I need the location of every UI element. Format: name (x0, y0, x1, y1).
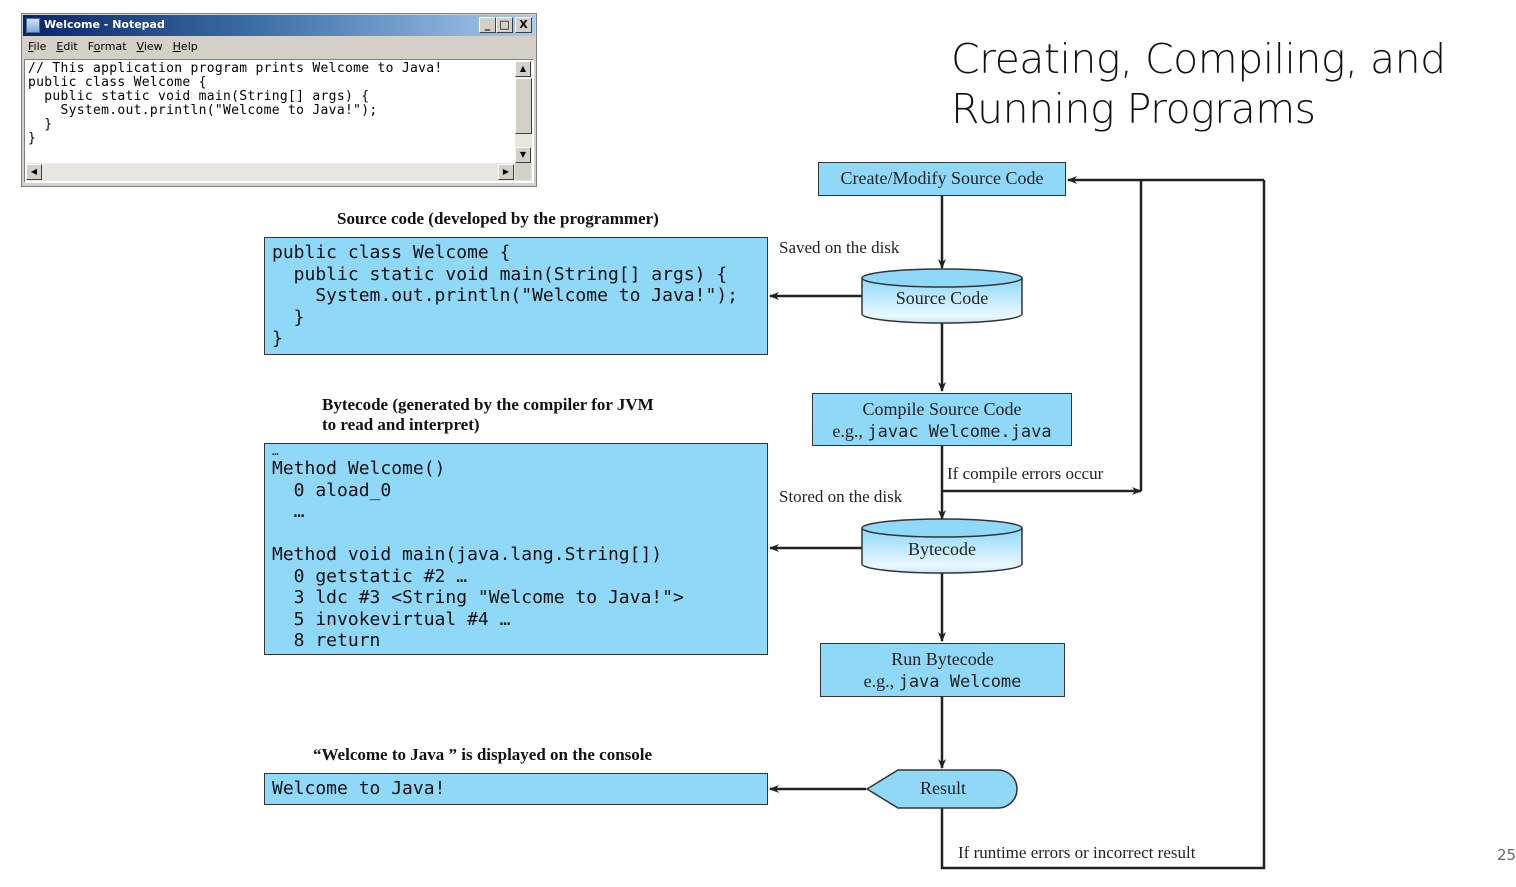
vertical-scrollbar[interactable]: ▲ ▼ (515, 61, 532, 163)
slide-title: Creating, Compiling, and Running Program… (951, 34, 1446, 134)
compile-errors-label: If compile errors occur (947, 464, 1104, 483)
compile-title: Compile Source Code (862, 399, 1022, 419)
compile-step: Compile Source Code e.g., javac Welcome.… (812, 393, 1072, 446)
menu-edit[interactable]: Edit (56, 40, 78, 53)
bytecode-caption: Bytecode (generated by the compiler for … (322, 395, 654, 435)
console-panel: Welcome to Java! (264, 773, 768, 805)
saved-on-disk-label: Saved on the disk (779, 238, 900, 257)
run-command: java Welcome (898, 672, 1022, 692)
bytecode-text: Method Welcome() 0 aload_0 … Method void… (272, 458, 684, 651)
console-caption: “Welcome to Java ” is displayed on the c… (313, 745, 653, 764)
notepad-menu-bar: File Edit Format View Help (28, 40, 198, 53)
stored-on-disk-label: Stored on the disk (779, 487, 903, 506)
resize-grip-icon[interactable] (515, 163, 531, 180)
menu-help[interactable]: Help (172, 40, 198, 53)
run-eg: e.g., (863, 671, 899, 691)
slide-title-line-2: Running Programs (951, 85, 1316, 133)
minimize-button[interactable]: _ (479, 17, 496, 33)
bytecode-caption-line-2: to read and interpret) (322, 415, 480, 434)
source-code-store-label: Source Code (895, 288, 989, 308)
runtime-errors-label: If runtime errors or incorrect result (958, 843, 1196, 862)
notepad-icon (26, 18, 40, 33)
menu-format[interactable]: Format (87, 40, 127, 53)
bytecode-caption-line-1: Bytecode (generated by the compiler for … (322, 395, 654, 414)
run-title: Run Bytecode (891, 649, 994, 669)
notepad-window: Welcome - Notepad _ □ X File Edit Format… (21, 13, 537, 187)
notepad-text-area[interactable]: // This application program prints Welco… (24, 59, 534, 183)
menu-file[interactable]: File (28, 40, 47, 53)
source-code-text: public class Welcome { public static voi… (272, 242, 738, 349)
scroll-up-icon[interactable]: ▲ (515, 61, 531, 77)
compile-command: javac Welcome.java (867, 422, 1052, 442)
scroll-left-icon[interactable]: ◀ (26, 164, 42, 180)
notepad-content[interactable]: // This application program prints Welco… (28, 61, 443, 146)
scroll-thumb[interactable] (515, 78, 532, 134)
run-step: Run Bytecode e.g., java Welcome (820, 643, 1065, 697)
source-code-store-shape (861, 268, 1023, 324)
create-modify-step: Create/Modify Source Code (818, 162, 1066, 196)
result-shape (865, 769, 1018, 809)
console-output: Welcome to Java! (272, 778, 446, 799)
menu-view[interactable]: View (136, 40, 163, 53)
loop-runtime-errors (940, 180, 1266, 870)
page-number: 25 (1497, 846, 1516, 864)
slide-title-line-1: Creating, Compiling, and (951, 35, 1446, 83)
result-label: Result (919, 778, 966, 798)
horizontal-scrollbar[interactable]: ◀ ▶ (26, 163, 532, 181)
source-caption: Source code (developed by the programmer… (337, 209, 659, 228)
bytecode-panel: … Method Welcome() 0 aload_0 … Method vo… (264, 443, 768, 655)
scroll-right-icon[interactable]: ▶ (498, 164, 514, 180)
maximize-button[interactable]: □ (496, 17, 513, 33)
compile-eg: e.g., (832, 421, 868, 441)
scroll-down-icon[interactable]: ▼ (515, 147, 531, 163)
bytecode-store-label: Bytecode (908, 539, 976, 559)
source-code-panel: public class Welcome { public static voi… (264, 237, 768, 355)
bytecode-leading-ellipsis: … (272, 445, 279, 458)
close-button[interactable]: X (515, 17, 532, 33)
bytecode-store-shape (861, 518, 1023, 574)
notepad-title-bar[interactable]: Welcome - Notepad _ □ X (23, 15, 535, 36)
notepad-title: Welcome - Notepad (44, 18, 165, 31)
